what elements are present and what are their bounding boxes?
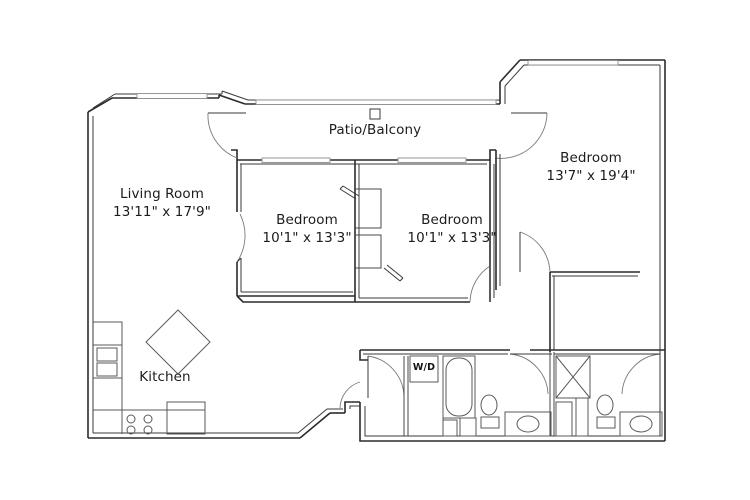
room-dimensions-living-room: 13'11" x 17'9" [113, 203, 211, 220]
dining-table-diamond [145, 309, 211, 375]
entry-door [339, 381, 361, 409]
room-name-bedroom-master: Bedroom [560, 150, 622, 166]
vanity-primary [504, 411, 552, 437]
room-name-bedroom-left: Bedroom [276, 212, 338, 228]
interior-walls-master [495, 150, 640, 352]
room-name-living-room: Living Room [120, 186, 204, 202]
shower-stall-cross [555, 355, 591, 399]
room-name-patio-balcony: Patio/Balcony [328, 122, 422, 138]
bathtub-shape [445, 357, 473, 417]
refrigerator [166, 401, 206, 435]
kitchen-fixtures [93, 309, 211, 435]
room-dimensions-bedroom-center: 10'1" x 13'3" [407, 229, 497, 246]
room-label-bedroom-center: Bedroom 10'1" x 13'3" [387, 212, 517, 248]
bathtub-surround [442, 355, 476, 419]
fixture-label-washer-dryer: W/D [404, 362, 444, 375]
washer-dryer-box [409, 355, 439, 383]
bathroom-laundry-block [359, 349, 665, 437]
shower-stall-box [555, 355, 591, 399]
washer-dryer-text: W/D [412, 362, 436, 373]
vanity-secondary [619, 411, 663, 437]
patio-balcony-area [207, 108, 548, 165]
toilet-bowl-primary [480, 394, 498, 416]
window-openings [136, 60, 619, 105]
room-label-living-room: Living Room 13'11" x 17'9" [82, 186, 242, 222]
sink-primary [516, 415, 540, 433]
room-dimensions-bedroom-left: 10'1" x 13'3" [262, 229, 352, 246]
interior-walls-bedrooms [236, 160, 495, 303]
room-label-patio-balcony: Patio/Balcony [305, 122, 445, 140]
room-dimensions-bedroom-master: 13'7" x 19'4" [546, 167, 636, 184]
room-label-kitchen: Kitchen [115, 369, 215, 387]
kitchen-counter-bottom [93, 409, 206, 434]
toilet-tank-secondary [596, 416, 616, 429]
room-label-bedroom-left: Bedroom 10'1" x 13'3" [242, 212, 372, 248]
sink-secondary [629, 415, 653, 433]
toilet-tank-primary [480, 416, 500, 429]
room-name-kitchen: Kitchen [139, 369, 191, 385]
room-label-bedroom-master: Bedroom 13'7" x 19'4" [524, 150, 658, 186]
toilet-bowl-secondary [596, 394, 614, 416]
room-name-bedroom-center: Bedroom [421, 212, 483, 228]
